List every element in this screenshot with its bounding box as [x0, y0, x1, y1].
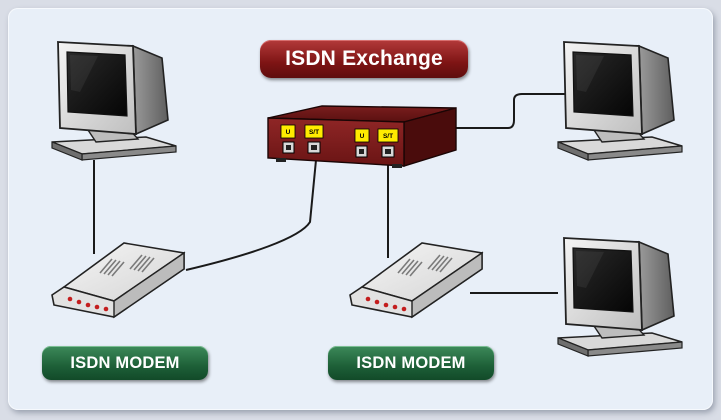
isdn-modem-right — [349, 242, 483, 318]
cable-modem-left-to-exchange — [185, 159, 317, 271]
isdn-exchange-device: U S/T U S/T — [267, 105, 457, 168]
port-u-left: U — [280, 124, 296, 154]
computer-bottom-right — [557, 237, 683, 357]
network-cables — [93, 93, 566, 294]
svg-text:U: U — [286, 129, 291, 136]
svg-text:S/T: S/T — [383, 133, 393, 140]
port-st-left: S/T — [304, 124, 324, 154]
svg-text:S/T: S/T — [309, 129, 319, 136]
isdn-modem-left-label: ISDN MODEM — [42, 346, 208, 380]
svg-text:U: U — [360, 133, 365, 140]
isdn-exchange-label: ISDN Exchange — [260, 40, 468, 78]
isdn-modem-right-label: ISDN MODEM — [328, 346, 494, 380]
cable-exchange-to-computer-top-right — [452, 93, 566, 129]
port-u-right: U — [354, 128, 370, 158]
computer-top-left — [51, 41, 177, 161]
computer-top-right — [557, 41, 683, 161]
port-st-right: S/T — [377, 128, 399, 158]
isdn-modem-left — [51, 242, 185, 318]
